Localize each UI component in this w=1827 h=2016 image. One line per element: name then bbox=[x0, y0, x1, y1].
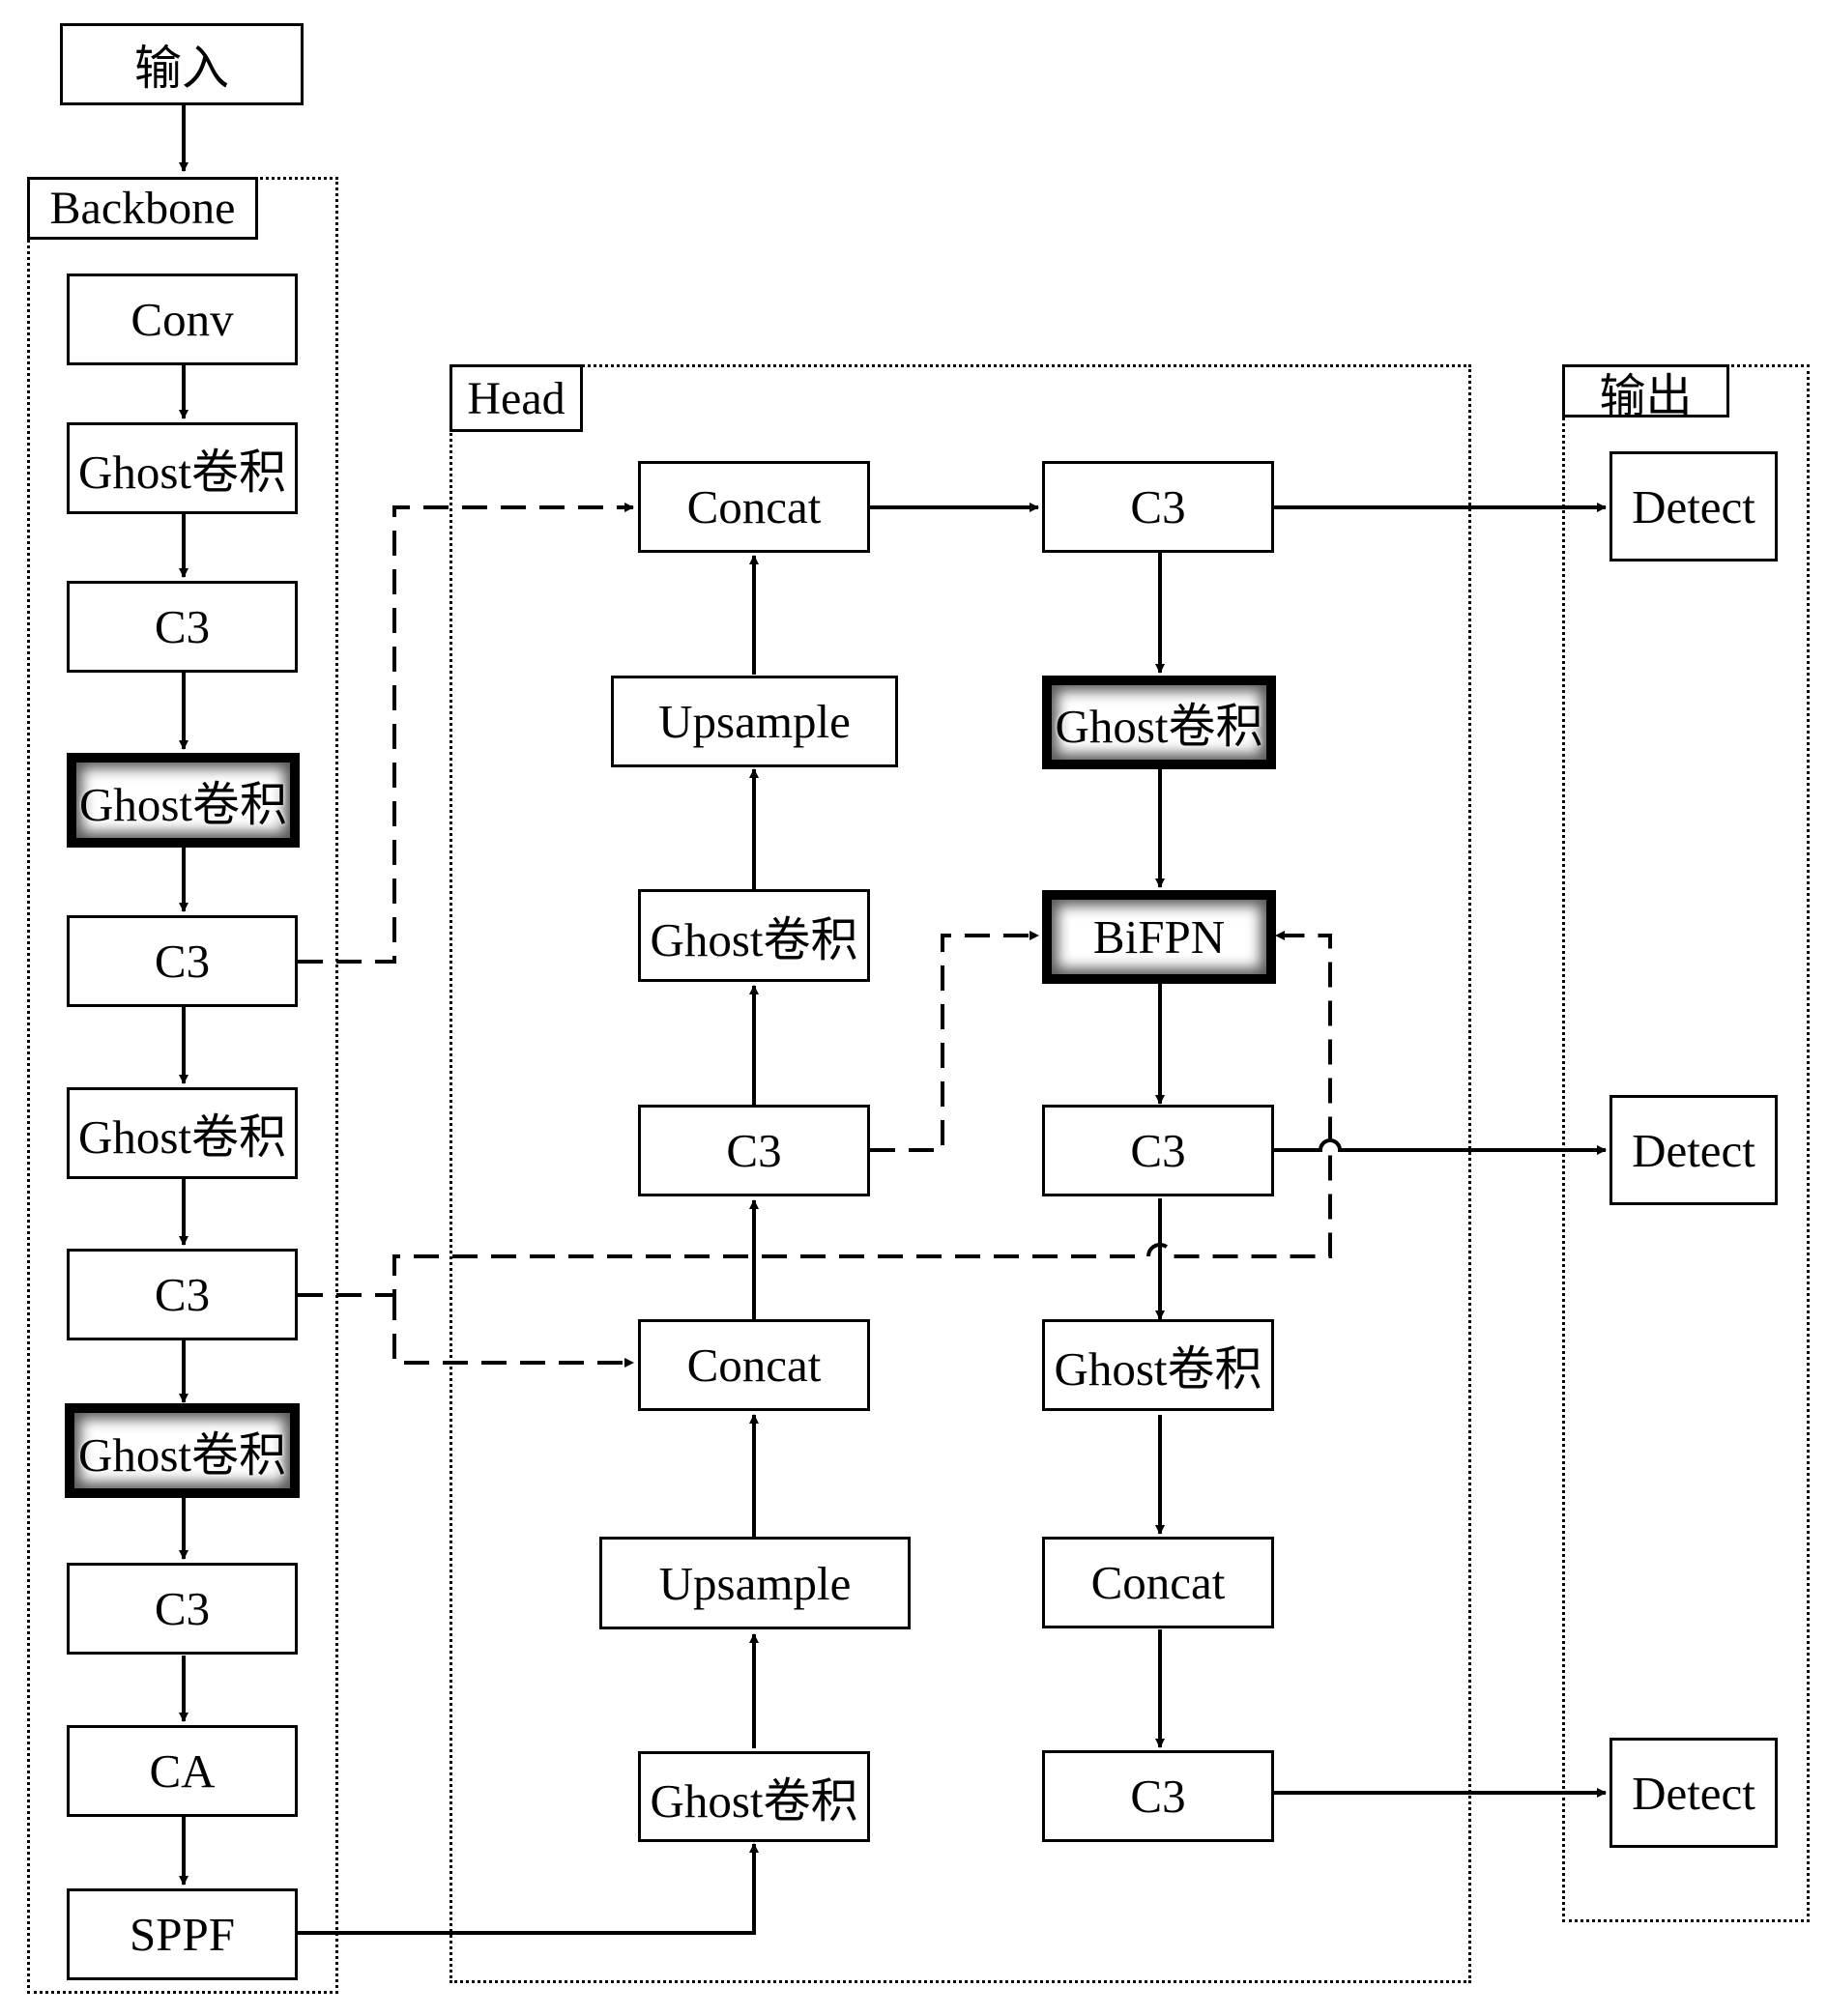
dashed-c3-bifpn bbox=[870, 931, 1039, 1152]
head-concat-bottom: Concat bbox=[638, 1319, 870, 1411]
head-ghost-conv-top: Ghost卷积 bbox=[638, 889, 870, 982]
backbone-c3-4: C3 bbox=[67, 1563, 298, 1655]
dashed-c3-concat-bottom bbox=[392, 1295, 634, 1368]
arrow-out-2 bbox=[1274, 1138, 1607, 1155]
backbone-ghost-conv-3: Ghost卷积 bbox=[67, 1087, 298, 1179]
output-label: 输出 bbox=[1562, 364, 1729, 422]
dashed-c3-concat-top bbox=[298, 503, 634, 964]
arrow-sppf-head bbox=[298, 1843, 759, 1935]
backbone-ghost-conv-4: Ghost卷积 bbox=[65, 1403, 300, 1498]
head-upsample-bottom: Upsample bbox=[599, 1537, 911, 1629]
backbone-c3-1: C3 bbox=[67, 581, 298, 673]
head-upsample-top: Upsample bbox=[611, 676, 898, 767]
head-bifpn: BiFPN bbox=[1042, 890, 1276, 984]
detect-3: Detect bbox=[1610, 1738, 1778, 1848]
head-group bbox=[450, 364, 1471, 1983]
head-concat-top: Concat bbox=[638, 461, 870, 553]
detect-1: Detect bbox=[1610, 451, 1778, 562]
head-c3-left: C3 bbox=[638, 1105, 870, 1196]
detect-2: Detect bbox=[1610, 1095, 1778, 1205]
backbone-conv: Conv bbox=[67, 274, 298, 365]
head-c3-mid-right: C3 bbox=[1042, 1105, 1274, 1196]
head-label: Head bbox=[450, 364, 583, 432]
backbone-ghost-conv-1: Ghost卷积 bbox=[67, 422, 298, 514]
backbone-sppf: SPPF bbox=[67, 1888, 298, 1980]
head-ghost-conv-right-1: Ghost卷积 bbox=[1042, 676, 1276, 769]
input-node: 输入 bbox=[60, 23, 304, 105]
head-ghost-conv-right-2: Ghost卷积 bbox=[1042, 1319, 1274, 1411]
head-concat-right: Concat bbox=[1042, 1537, 1274, 1628]
head-c3-top-right: C3 bbox=[1042, 461, 1274, 553]
backbone-ghost-conv-2: Ghost卷积 bbox=[67, 753, 300, 848]
dashed-c3-bifpn-right bbox=[298, 931, 1332, 1297]
backbone-ca: CA bbox=[67, 1725, 298, 1817]
head-c3-bottom-right: C3 bbox=[1042, 1750, 1274, 1842]
backbone-label: Backbone bbox=[27, 177, 258, 240]
head-ghost-conv-bottom: Ghost卷积 bbox=[638, 1751, 870, 1842]
backbone-c3-2: C3 bbox=[67, 915, 298, 1007]
backbone-c3-3: C3 bbox=[67, 1249, 298, 1340]
